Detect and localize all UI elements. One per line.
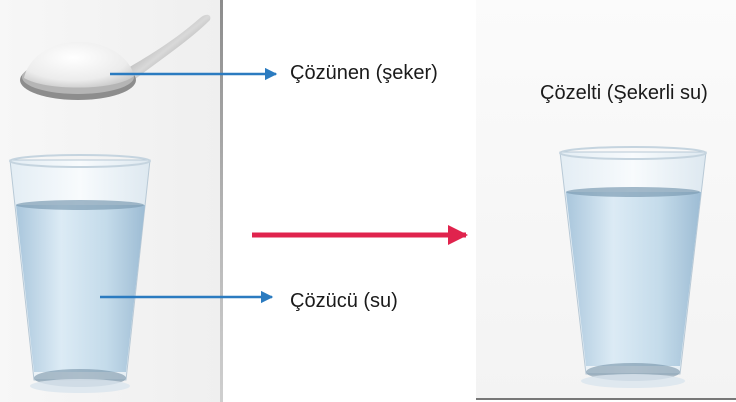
solvent-label: Çözücü (su) [290,290,398,312]
water-glass-icon [9,154,151,393]
solution-label: Çözelti (Şekerli su) [540,82,708,104]
sugar-spoon-icon [20,14,211,100]
solute-label: Çözünen (şeker) [290,62,438,84]
sugar-water-glass-icon [559,146,707,388]
panel-divider [220,0,223,402]
